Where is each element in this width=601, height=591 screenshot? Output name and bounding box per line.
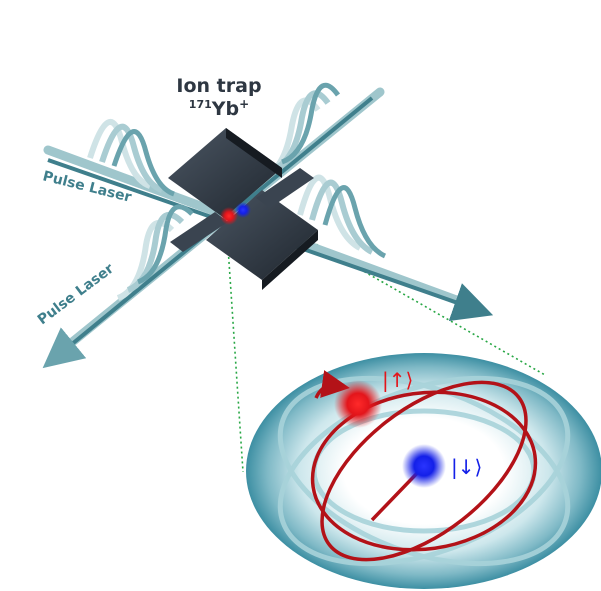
- title-line1: Ion trap: [176, 75, 261, 97]
- orbit-direction-arrow: [314, 370, 350, 399]
- pulse-envelope-2b: [116, 204, 194, 301]
- electron-orbits: [310, 380, 538, 562]
- spin-down-label: |↓⟩: [451, 455, 482, 479]
- pulse-envelope-1: [297, 174, 387, 259]
- element-symbol: Yb: [211, 98, 239, 120]
- spin-up-particle: [334, 380, 382, 428]
- trapped-ions: [220, 202, 251, 225]
- ion-trap-electrodes: [168, 128, 318, 290]
- ion-trap-label: Ion trap 171Yb+: [176, 75, 261, 120]
- spin-up-label: |↑⟩: [382, 368, 413, 392]
- charge-sign: +: [239, 97, 249, 111]
- atom-zoom-view: |↑⟩ |↓⟩: [246, 353, 601, 589]
- isotope-number: 171: [189, 98, 212, 111]
- pulse-envelope-1b: [87, 119, 175, 197]
- spin-down-particle: [402, 444, 446, 488]
- svg-text:171Yb+: 171Yb+: [189, 97, 249, 120]
